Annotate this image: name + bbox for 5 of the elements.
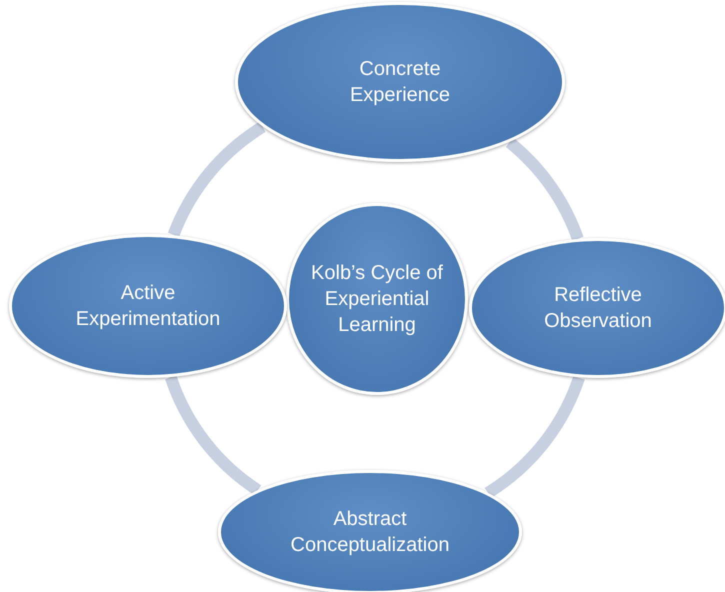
stage-label: Concrete Experience [348, 57, 452, 108]
stage-label: Active Experimentation [74, 281, 222, 332]
stage-label: Reflective Observation [543, 283, 653, 334]
stage-label: Kolb’s Cycle of Experiential Learning [310, 261, 444, 338]
stage-label: Abstract Conceptualization [290, 507, 450, 558]
